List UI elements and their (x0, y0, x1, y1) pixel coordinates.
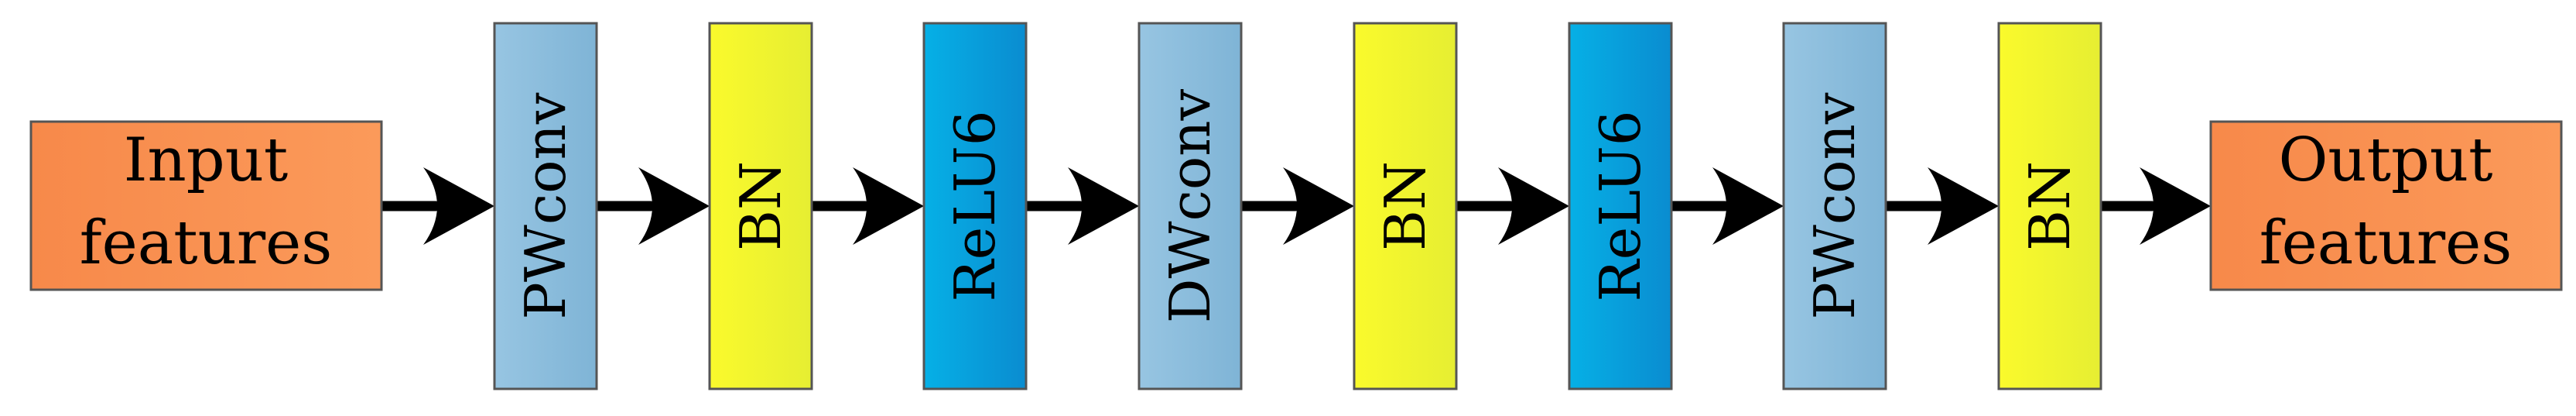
layer-box-conv (493, 22, 598, 390)
layer-label: ReLU6 (942, 110, 1007, 301)
layer-box-conv (1782, 22, 1887, 390)
layer-label: BN (1373, 161, 1438, 251)
output-features-block: Output features (2209, 120, 2563, 291)
output-label-line-2: features (2260, 208, 2513, 278)
arrows-group (376, 167, 2211, 245)
layer-box-conv (1137, 22, 1243, 390)
layer-block-pwconv: PWconv (493, 22, 598, 390)
layer-label: ReLU6 (1588, 110, 1653, 301)
layer-label: PWconv (513, 92, 578, 319)
layer-block-dwconv: DWconv (1137, 22, 1243, 390)
layer-box-bn (708, 22, 813, 390)
layer-block-pwconv: PWconv (1782, 22, 1887, 390)
connector-arrow (2095, 167, 2211, 245)
connector-arrow (591, 167, 710, 245)
layer-block-bn: BN (1997, 22, 2102, 390)
arrowhead (1498, 167, 1569, 245)
arrowhead (638, 167, 710, 245)
connector-arrow (1236, 167, 1354, 245)
connector-arrow (806, 167, 924, 245)
layer-block-relu6: ReLU6 (1568, 22, 1673, 390)
layer-box-bn (1353, 22, 1458, 390)
connector-arrow (1021, 167, 1139, 245)
layer-box-bn (1997, 22, 2102, 390)
input-features-block: Input features (29, 120, 383, 291)
arrowhead (853, 167, 924, 245)
arrowhead (1068, 167, 1139, 245)
output-features-box (2209, 120, 2563, 291)
arrowhead (1928, 167, 1999, 245)
layer-box-relu (1568, 22, 1673, 390)
arrowhead (2140, 167, 2211, 245)
connector-arrow (1666, 167, 1784, 245)
connector-arrow (1880, 167, 1999, 245)
arrowhead (1712, 167, 1784, 245)
layer-block-bn: BN (708, 22, 813, 390)
input-features-box (29, 120, 383, 291)
layer-blocks-group: PWconv BN ReLU6 DWconv BN ReLU6 PWconv BN (493, 22, 2102, 390)
output-label-line-1: Output (2278, 125, 2492, 195)
layer-label: BN (728, 161, 793, 251)
input-label-line-1: Input (124, 125, 289, 195)
layer-label: DWconv (1158, 88, 1223, 323)
connector-arrow (1451, 167, 1569, 245)
arrowhead (1283, 167, 1354, 245)
connector-arrow (376, 167, 494, 245)
layer-label: PWconv (1802, 92, 1867, 319)
layer-block-relu6: ReLU6 (922, 22, 1028, 390)
layer-block-bn: BN (1353, 22, 1458, 390)
layer-box-relu (922, 22, 1028, 390)
input-label-line-2: features (80, 208, 333, 278)
arrowhead (423, 167, 494, 245)
layer-label: BN (2017, 161, 2082, 251)
